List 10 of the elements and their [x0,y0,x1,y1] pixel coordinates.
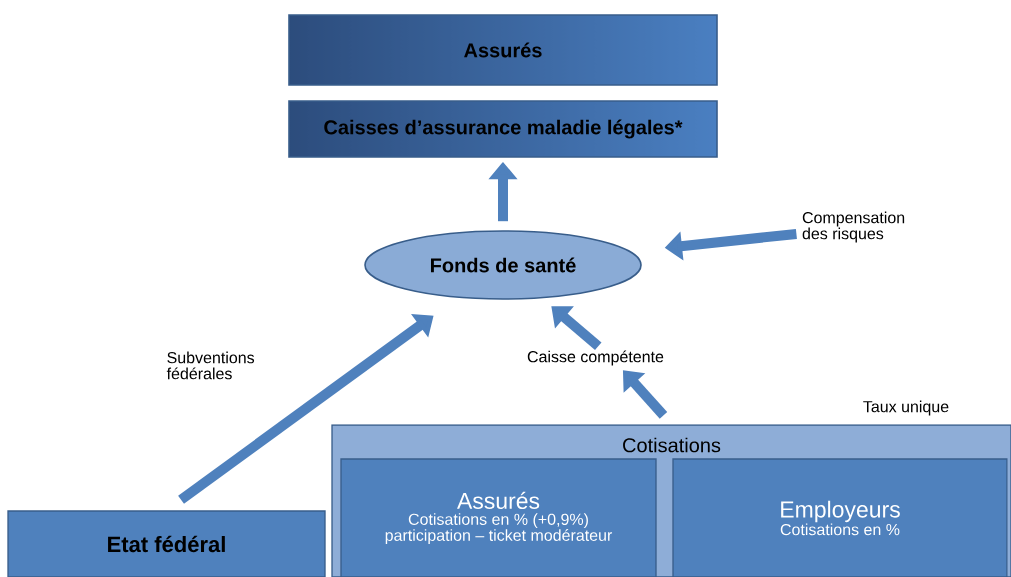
title-box: Assurés [288,14,718,86]
title-box: Caisses d’assurance maladie légales* [288,100,718,158]
note-label: Taux unique [863,400,949,416]
state-box: Etat fédéral [7,510,326,577]
edge-label: Subventions fédérales [165,350,263,381]
contribution-box: Assurés Cotisations en % (+0,9%) participation – ticket modérateur [340,458,657,577]
block-arrow [551,306,602,351]
contribution-box: Employeurs Cotisations en % [672,458,1008,577]
flow-label: Compensation des risques [802,211,905,243]
flow-label: Caisse compétente [527,350,664,366]
